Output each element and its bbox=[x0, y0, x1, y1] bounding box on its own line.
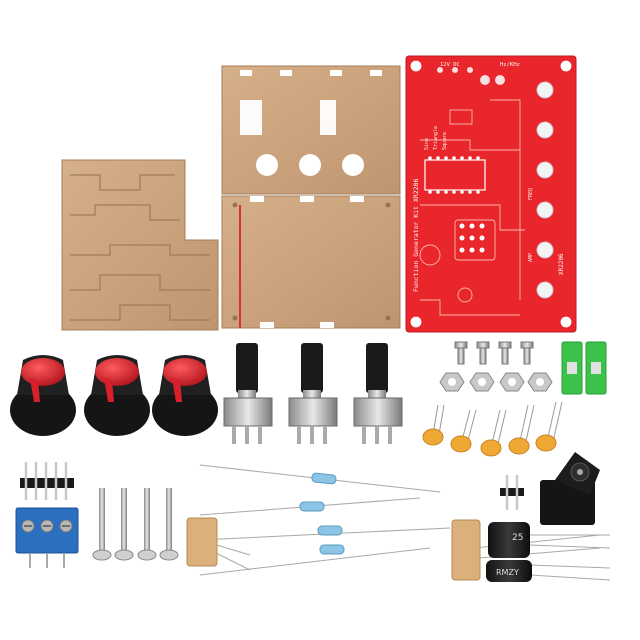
knob-hole bbox=[299, 154, 321, 176]
knob bbox=[10, 355, 76, 436]
ceramic-capacitors bbox=[422, 401, 563, 457]
two-pin-header bbox=[500, 475, 524, 510]
knob bbox=[152, 355, 218, 436]
acrylic-panel-middle bbox=[221, 195, 401, 329]
pcb-power-label: 12V DC bbox=[440, 62, 460, 68]
acrylic-panel-left bbox=[61, 159, 219, 331]
capacitor-label: 25 bbox=[512, 533, 523, 543]
pcb-label-sine: Sine bbox=[424, 138, 430, 150]
potentiometer bbox=[223, 343, 273, 444]
electrolytic-capacitor: 25 bbox=[488, 522, 611, 558]
acrylic-panel-top bbox=[221, 65, 401, 195]
knob-hole bbox=[342, 154, 364, 176]
pcb-label-triangle: Triangle bbox=[433, 126, 439, 150]
pcb-label-freq: FREQ bbox=[528, 188, 534, 200]
ic-socket-outline bbox=[424, 156, 486, 194]
dc-power-jack bbox=[540, 452, 600, 525]
pcb-label-square: Square bbox=[442, 132, 448, 150]
long-screws bbox=[92, 488, 179, 561]
jumper-caps bbox=[561, 341, 607, 395]
potentiometer bbox=[353, 343, 403, 444]
potentiometer-set bbox=[223, 343, 403, 444]
pcb-range-label: Hz/KHz bbox=[500, 62, 520, 68]
screw-terminal-block bbox=[15, 507, 79, 568]
pcb-board-label: Function Generator Kit XR2206 bbox=[412, 178, 420, 292]
pcb-label-amp: AMP bbox=[528, 253, 534, 262]
knob-set bbox=[10, 355, 218, 436]
xr2206-pcb: Function Generator Kit XR2206 XR2206 12V… bbox=[405, 55, 577, 333]
knob bbox=[84, 355, 150, 436]
capacitor-label: RMZY bbox=[496, 568, 519, 577]
film-capacitors bbox=[186, 517, 601, 581]
potentiometer bbox=[288, 343, 338, 444]
electrolytic-capacitor: RMZY bbox=[486, 560, 611, 582]
pin-header bbox=[20, 462, 74, 500]
screws-and-nuts bbox=[439, 341, 553, 392]
pcb-model-label: XR2206 bbox=[558, 253, 565, 275]
knob-hole bbox=[256, 154, 278, 176]
resistors bbox=[199, 464, 451, 576]
